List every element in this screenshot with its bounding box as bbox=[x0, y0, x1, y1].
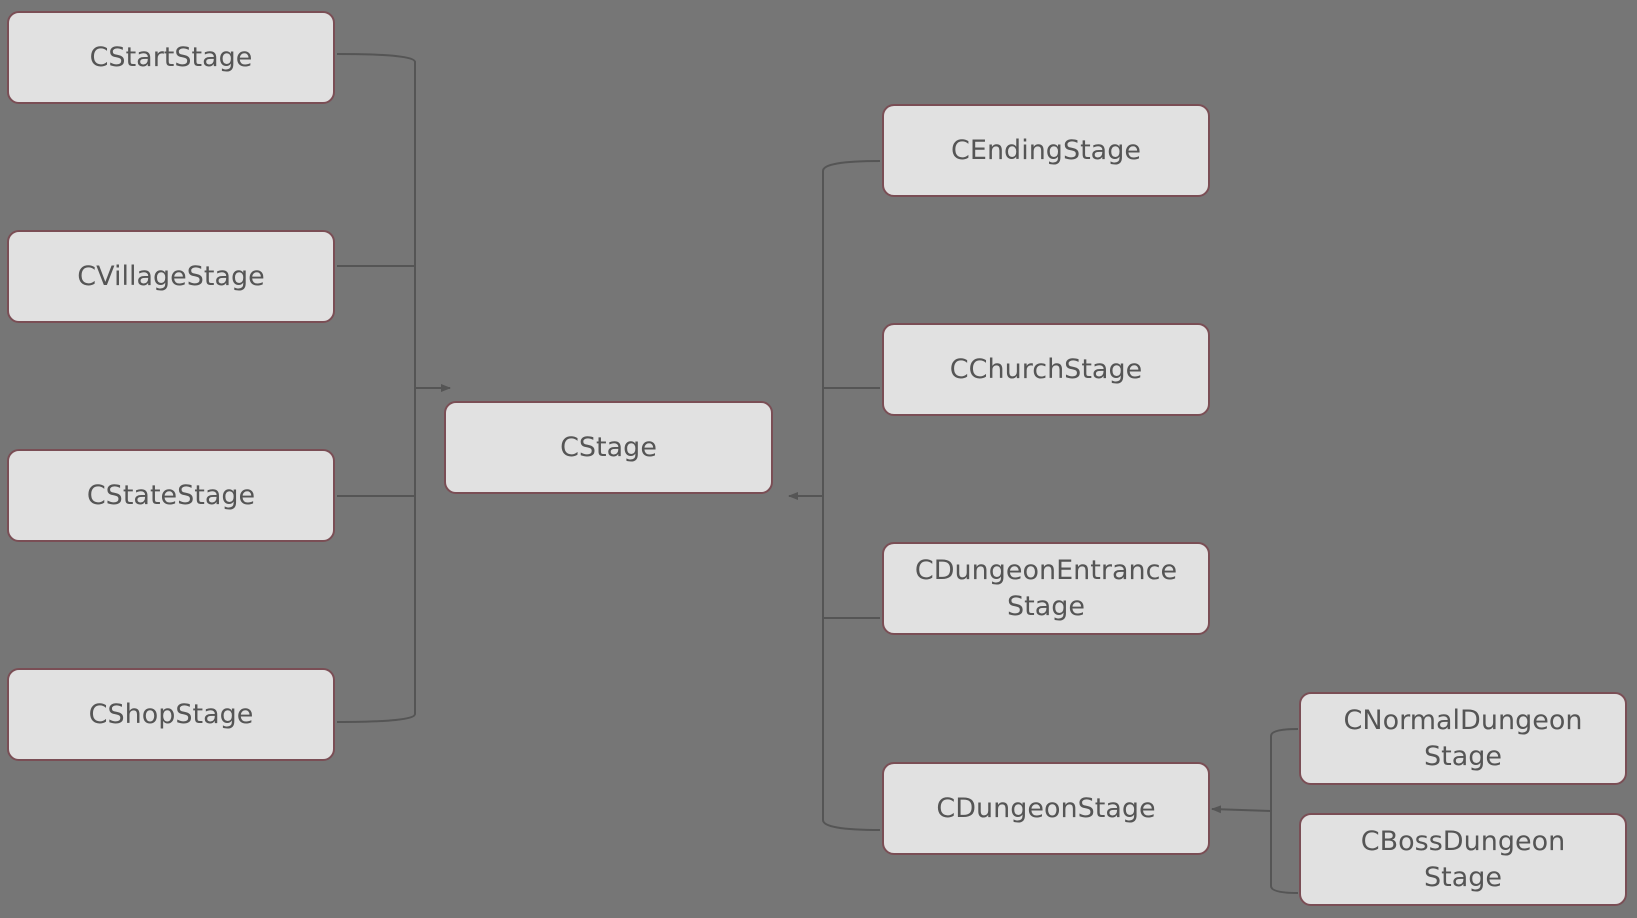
connector-dungeon-to-bus bbox=[822, 496, 881, 831]
node-cstatestage[interactable]: CStateStage bbox=[7, 449, 335, 542]
node-label: CChurchStage bbox=[949, 353, 1143, 385]
node-cstage[interactable]: CStage bbox=[444, 401, 773, 494]
node-label: CDungeonStage bbox=[936, 792, 1156, 824]
connector-boss-to-bus bbox=[1270, 811, 1299, 894]
node-cendingstage[interactable]: CEndingStage bbox=[882, 104, 1210, 197]
node-cshopstage[interactable]: CShopStage bbox=[7, 668, 335, 761]
connector-normal-to-bus bbox=[1270, 728, 1299, 811]
node-cvillagestage[interactable]: CVillageStage bbox=[7, 230, 335, 323]
arrow-dungeon-variants-to-dungeon bbox=[1211, 805, 1272, 814]
node-cnormaldungeonstage[interactable]: CNormalDungeon Stage bbox=[1299, 692, 1627, 785]
node-label-block: CBossDungeon Stage bbox=[1361, 824, 1565, 896]
node-cdungeonstage[interactable]: CDungeonStage bbox=[882, 762, 1210, 855]
node-label: CStartStage bbox=[89, 41, 253, 73]
node-label: CShopStage bbox=[88, 698, 254, 730]
node-label-line: CBossDungeon bbox=[1360, 825, 1566, 857]
node-cbossdungeonstage[interactable]: CBossDungeon Stage bbox=[1299, 813, 1627, 906]
node-label: CEndingStage bbox=[951, 134, 1141, 166]
node-cdungeonentrancestage[interactable]: CDungeonEntrance Stage bbox=[882, 542, 1210, 635]
node-label-line: Stage bbox=[1423, 740, 1502, 772]
connector-start-to-bus bbox=[336, 53, 416, 388]
node-label-block: CDungeonEntrance Stage bbox=[915, 553, 1177, 625]
node-label-line: Stage bbox=[1006, 590, 1085, 622]
node-label: CStateStage bbox=[86, 479, 256, 511]
node-cstartstage[interactable]: CStartStage bbox=[7, 11, 335, 104]
node-label-line: CNormalDungeon bbox=[1343, 704, 1583, 736]
node-label-line: Stage bbox=[1423, 861, 1503, 893]
node-label: CStage bbox=[560, 431, 657, 463]
node-cchurchstage[interactable]: CChurchStage bbox=[882, 323, 1210, 416]
node-label-line: CDungeonEntrance bbox=[914, 554, 1178, 586]
node-label-block: CNormalDungeon Stage bbox=[1344, 703, 1583, 775]
connector-shop-to-bus bbox=[336, 388, 416, 723]
node-label: CVillageStage bbox=[77, 260, 265, 292]
connector-ending-to-bus bbox=[822, 160, 881, 496]
